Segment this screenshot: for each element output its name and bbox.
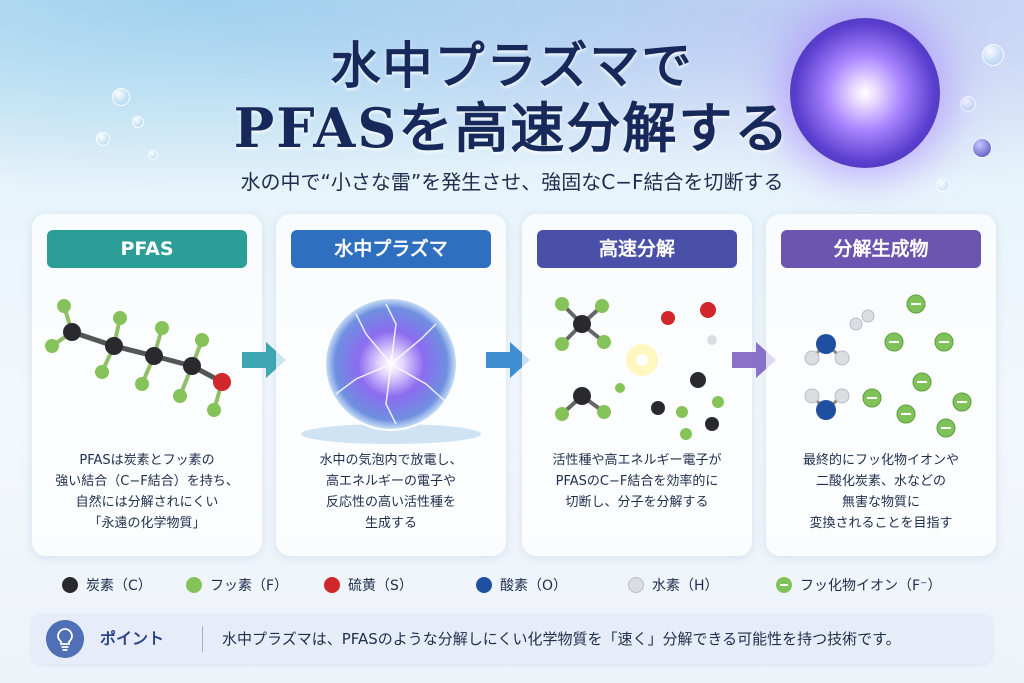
step-panel-rapid-decomposition: 高速分解 活性種や高エネルギー電子が PFASのC−F結合を効率的に 切断し、分… <box>522 214 752 556</box>
element-legend: 炭素（C） フッ素（F） 硫黄（S） 酸素（O） 水素（H） フッ化物イオン（F… <box>0 574 1024 596</box>
step-badge: PFAS <box>47 230 247 268</box>
divider <box>202 626 203 652</box>
fluorine-dot-icon <box>186 577 202 593</box>
legend-item-fluoride-ion: フッ化物イオン（F⁻） <box>776 574 941 596</box>
carbon-dot-icon <box>62 577 78 593</box>
point-label: ポイント <box>100 629 165 648</box>
key-point-box: ポイント 水中プラズマは、PFASのような分解しにくい化学物質を「速く」分解でき… <box>32 614 992 664</box>
step-description: 最終的にフッ化物イオンや 二酸化炭素、水などの 無害な物質に 変換されることを目… <box>802 453 959 531</box>
step-description: PFASは炭素とフッ素の 強い結合（C−F結合）を持ち、 自然には分解されにくい… <box>55 453 239 531</box>
page-subtitle: 水の中で“小さな雷”を発生させ、強固なC−F結合を切断する <box>240 170 784 194</box>
bubble <box>132 116 144 128</box>
arrow-right-icon <box>242 342 286 378</box>
legend-item-oxygen: 酸素（O） <box>476 574 567 596</box>
step-description: 水中の気泡内で放電し、 高エネルギーの電子や 反応性の高い活性種を 生成する <box>319 453 463 531</box>
legend-item-hydrogen: 水素（H） <box>628 574 719 596</box>
step-badge: 高速分解 <box>537 230 737 268</box>
page-title-line1: 水中プラズマで <box>330 36 694 95</box>
lightbulb-icon <box>46 620 84 658</box>
legend-item-fluorine: フッ素（F） <box>186 574 288 596</box>
bubble <box>960 96 976 112</box>
plasma-sphere-illustration <box>301 297 481 444</box>
step-badge: 分解生成物 <box>781 230 981 268</box>
step-panel-underwater-plasma: 水中プラズマ 水中の気泡内で放電し、 高エネルギーの電子や 反応性の高い活性種を… <box>276 214 506 556</box>
sulfur-dot-icon <box>324 577 340 593</box>
point-text: 水中プラズマは、PFASのような分解しにくい化学物質を「速く」分解できる可能性を… <box>222 630 901 648</box>
legend-item-sulfur: 硫黄（S） <box>324 574 413 596</box>
bubble <box>148 150 158 160</box>
legend-item-carbon: 炭素（C） <box>62 574 152 596</box>
bubble <box>112 88 130 106</box>
bubble <box>936 178 950 192</box>
plasma-orb-illustration <box>790 18 940 168</box>
oxygen-dot-icon <box>476 577 492 593</box>
step-panel-decomposition-products: 分解生成物 最終的にフッ化物イオンや 二酸化炭素、水などの 無害な物質に 変換さ… <box>766 214 996 556</box>
hydrogen-dot-icon <box>628 577 644 593</box>
bubble <box>972 138 992 158</box>
step-description: 活性種や高エネルギー電子が PFASのC−F結合を効率的に 切断し、分子を分解す… <box>552 453 722 510</box>
bond-breaking-illustration <box>555 297 724 440</box>
step-panel-pfas: PFAS PFASは炭素とフッ素の 強い結合（C−F結合）を持ち、 自然には分解… <box>32 214 262 556</box>
arrow-right-icon <box>732 342 776 378</box>
bubble <box>982 44 1004 66</box>
step-badge: 水中プラズマ <box>291 230 491 268</box>
arrow-right-icon <box>486 342 530 378</box>
pfas-molecule-illustration <box>45 299 231 417</box>
page-title-line2: PFASを高速分解する <box>233 96 791 160</box>
products-illustration <box>804 294 972 438</box>
bubble <box>96 132 110 146</box>
fluoride-ion-dot-icon <box>776 577 792 593</box>
